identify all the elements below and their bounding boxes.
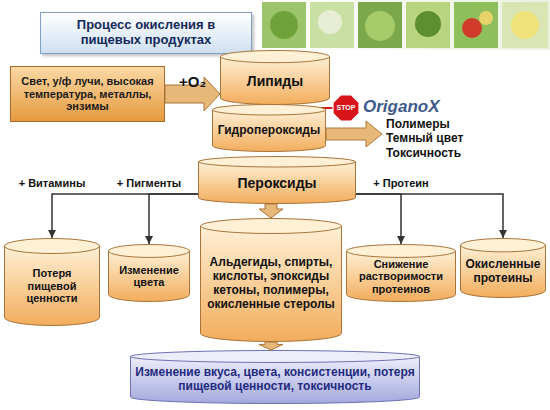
cylinder-node: Снижение растворимости протеинов: [346, 244, 456, 302]
cylinder-node: Альдегиды, спирты, кислоты, эпоксиды кет…: [200, 218, 342, 342]
node-text-area: Окисленные протеины: [460, 252, 546, 290]
edge-label: + Пигменты: [117, 177, 181, 190]
edge-label: + Протеин: [373, 177, 428, 190]
node-text-area: Снижение растворимости протеинов: [346, 258, 456, 295]
cylinder-body: [131, 356, 420, 403]
cylinder-body: [199, 162, 356, 204]
cylinder-top: [221, 51, 330, 63]
branch-connector: [52, 194, 198, 238]
cylinder-top: [109, 245, 190, 258]
cylinder-body: [201, 226, 342, 342]
cylinder-top: [131, 351, 420, 363]
side-arrow: [326, 121, 382, 147]
cylinder-node: Липиды: [220, 50, 330, 105]
cylinder-top: [461, 239, 546, 252]
cylinder-node: Изменение вкуса, цвета, консистенции, по…: [130, 350, 420, 404]
photo-strip: [258, 0, 550, 50]
brand-logo: OriganoX: [363, 97, 473, 117]
cylinder-node: Изменение цвета: [108, 244, 190, 302]
node-label: Липиды: [247, 73, 303, 89]
box-body: [11, 67, 165, 122]
title-text: Процесс окисления в пищевых продуктах: [63, 18, 229, 48]
branch-connector: [149, 194, 198, 244]
cylinder-body: [213, 110, 326, 152]
node-text-area: Гидропероксиды: [212, 116, 326, 147]
cylinder-body: [461, 245, 546, 297]
flow-arrow: [259, 204, 283, 218]
branch-connector: [356, 194, 503, 238]
stop-sign: [333, 95, 359, 121]
node-label: Потеря пищевой ценности: [9, 267, 95, 305]
node-label: Гидропероксиды: [218, 124, 321, 138]
stop-text: STOP: [333, 104, 359, 112]
cylinder-body: [347, 251, 456, 302]
cylinder-top: [201, 219, 342, 234]
cylinder-node: Гидропероксиды: [212, 104, 326, 152]
cylinder-body: [221, 57, 330, 105]
side-note: Полимеры Темный цвет Токсичность: [386, 117, 490, 160]
node-label: Пероксиды: [237, 175, 316, 191]
cylinder-top: [199, 157, 356, 168]
node-label: Изменение вкуса, цвета, консистенции, по…: [135, 366, 415, 394]
flow-arrow: [259, 342, 283, 350]
node-text-area: Изменение цвета: [108, 258, 190, 295]
title-box: Процесс окисления в пищевых продуктах: [40, 12, 252, 54]
cylinder-node: Окисленные протеины: [460, 238, 546, 298]
cylinder-body: [5, 246, 100, 326]
node-text-area: Альдегиды, спирты, кислоты, эпоксиды кет…: [200, 234, 342, 334]
node-text-area: Липиды: [220, 63, 330, 98]
cause-box: Свет, у/ф лучи, высокая температура, мет…: [10, 66, 165, 122]
node-label: Изменение цвета: [113, 264, 185, 289]
node-label: Снижение растворимости протеинов: [351, 258, 451, 296]
edge-label: + Витамины: [19, 177, 86, 190]
edge-label: +O₂: [179, 73, 206, 91]
branch-connector: [356, 194, 401, 244]
cylinder-top: [213, 105, 326, 116]
node-label: Свет, у/ф лучи, высокая температура, мет…: [15, 75, 160, 113]
cylinder-top: [5, 239, 100, 254]
node-label: Окисленные протеины: [465, 258, 541, 286]
cylinder-node: Пероксиды: [198, 156, 356, 204]
node-text-area: Изменение вкуса, цвета, консистенции, по…: [130, 363, 420, 398]
node-text-area: Потеря пищевой ценности: [4, 254, 100, 318]
cylinder-node: Потеря пищевой ценности: [4, 238, 100, 326]
node-text-area: Пероксиды: [198, 168, 356, 199]
cylinder-body: [109, 251, 190, 302]
node-label: Альдегиды, спирты, кислоты, эпоксиды кет…: [205, 256, 337, 311]
cylinder-top: [347, 245, 456, 258]
node-text-area: Свет, у/ф лучи, высокая температура, мет…: [10, 66, 165, 122]
